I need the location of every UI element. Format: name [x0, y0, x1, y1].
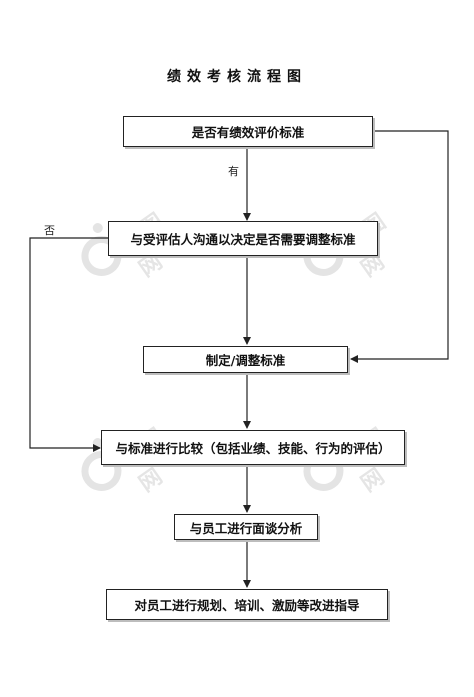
- arrow-n1-n3: [350, 130, 449, 363]
- edge-label-no: 否: [44, 224, 55, 237]
- node-interview: 与员工进行面谈分析: [174, 514, 318, 540]
- arrow-n2-n4: [29, 237, 108, 452]
- node-has-standard: 是否有绩效评价标准: [123, 116, 373, 147]
- node-compare: 与标准进行比较（包括业绩、技能、行为的评估）: [101, 430, 405, 465]
- node-communicate: 与受评估人沟通以决定是否需要调整标准: [108, 221, 378, 256]
- node-set-standard: 制定/调整标准: [143, 346, 348, 373]
- edge-label-yes: 有: [228, 165, 239, 178]
- page-title: 绩效考核流程图: [167, 69, 307, 85]
- node-improvement: 对员工进行规划、培训、激励等改进指导: [106, 589, 388, 620]
